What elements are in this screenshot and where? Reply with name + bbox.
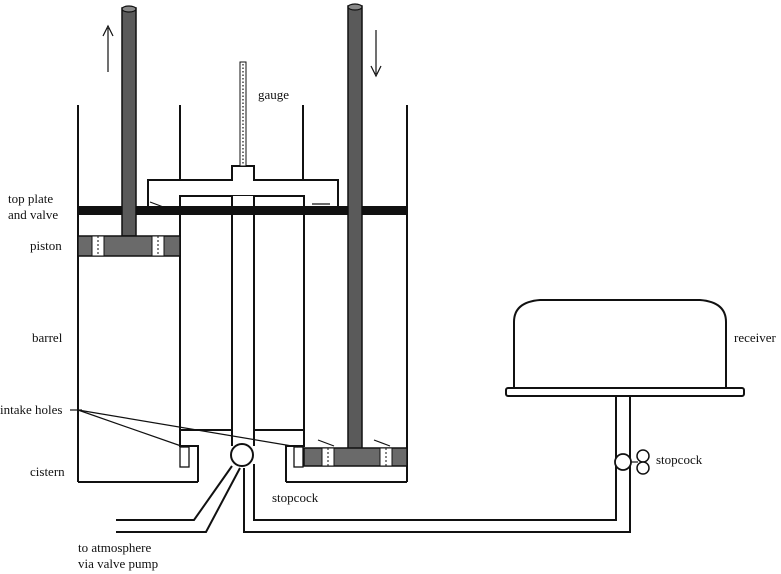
receiver-stopcock	[614, 449, 650, 475]
cistern-label: cistern	[30, 464, 65, 479]
intake-holes-label: intake holes	[0, 402, 62, 417]
intake-holes	[70, 409, 304, 468]
receiver-label: receiver	[734, 330, 777, 345]
left-barrel	[77, 105, 181, 482]
top-plate-label-line1: top plate	[8, 191, 53, 206]
piston-label: piston	[30, 238, 62, 253]
up-arrow-icon	[102, 24, 114, 72]
central-stopcock	[230, 443, 254, 467]
atmosphere-label-line1: to atmosphere	[78, 540, 152, 555]
right-barrel	[302, 105, 408, 482]
left-piston-assembly	[77, 5, 181, 257]
down-arrow-icon	[370, 30, 382, 78]
stopcock-right-label: stopcock	[656, 452, 703, 467]
atmosphere-label-line2: via valve pump	[78, 556, 158, 571]
gauge-rod	[239, 61, 247, 167]
receiver-bell-jar	[505, 299, 745, 397]
central-column	[179, 195, 305, 460]
atmosphere-pipe	[116, 465, 241, 533]
right-piston-assembly	[303, 3, 408, 467]
cistern	[78, 460, 407, 483]
gauge-label: gauge	[258, 87, 289, 102]
stopcock-center-label: stopcock	[272, 490, 319, 505]
top-plate-label-line2: and valve	[8, 207, 58, 222]
barrel-label: barrel	[32, 330, 63, 345]
